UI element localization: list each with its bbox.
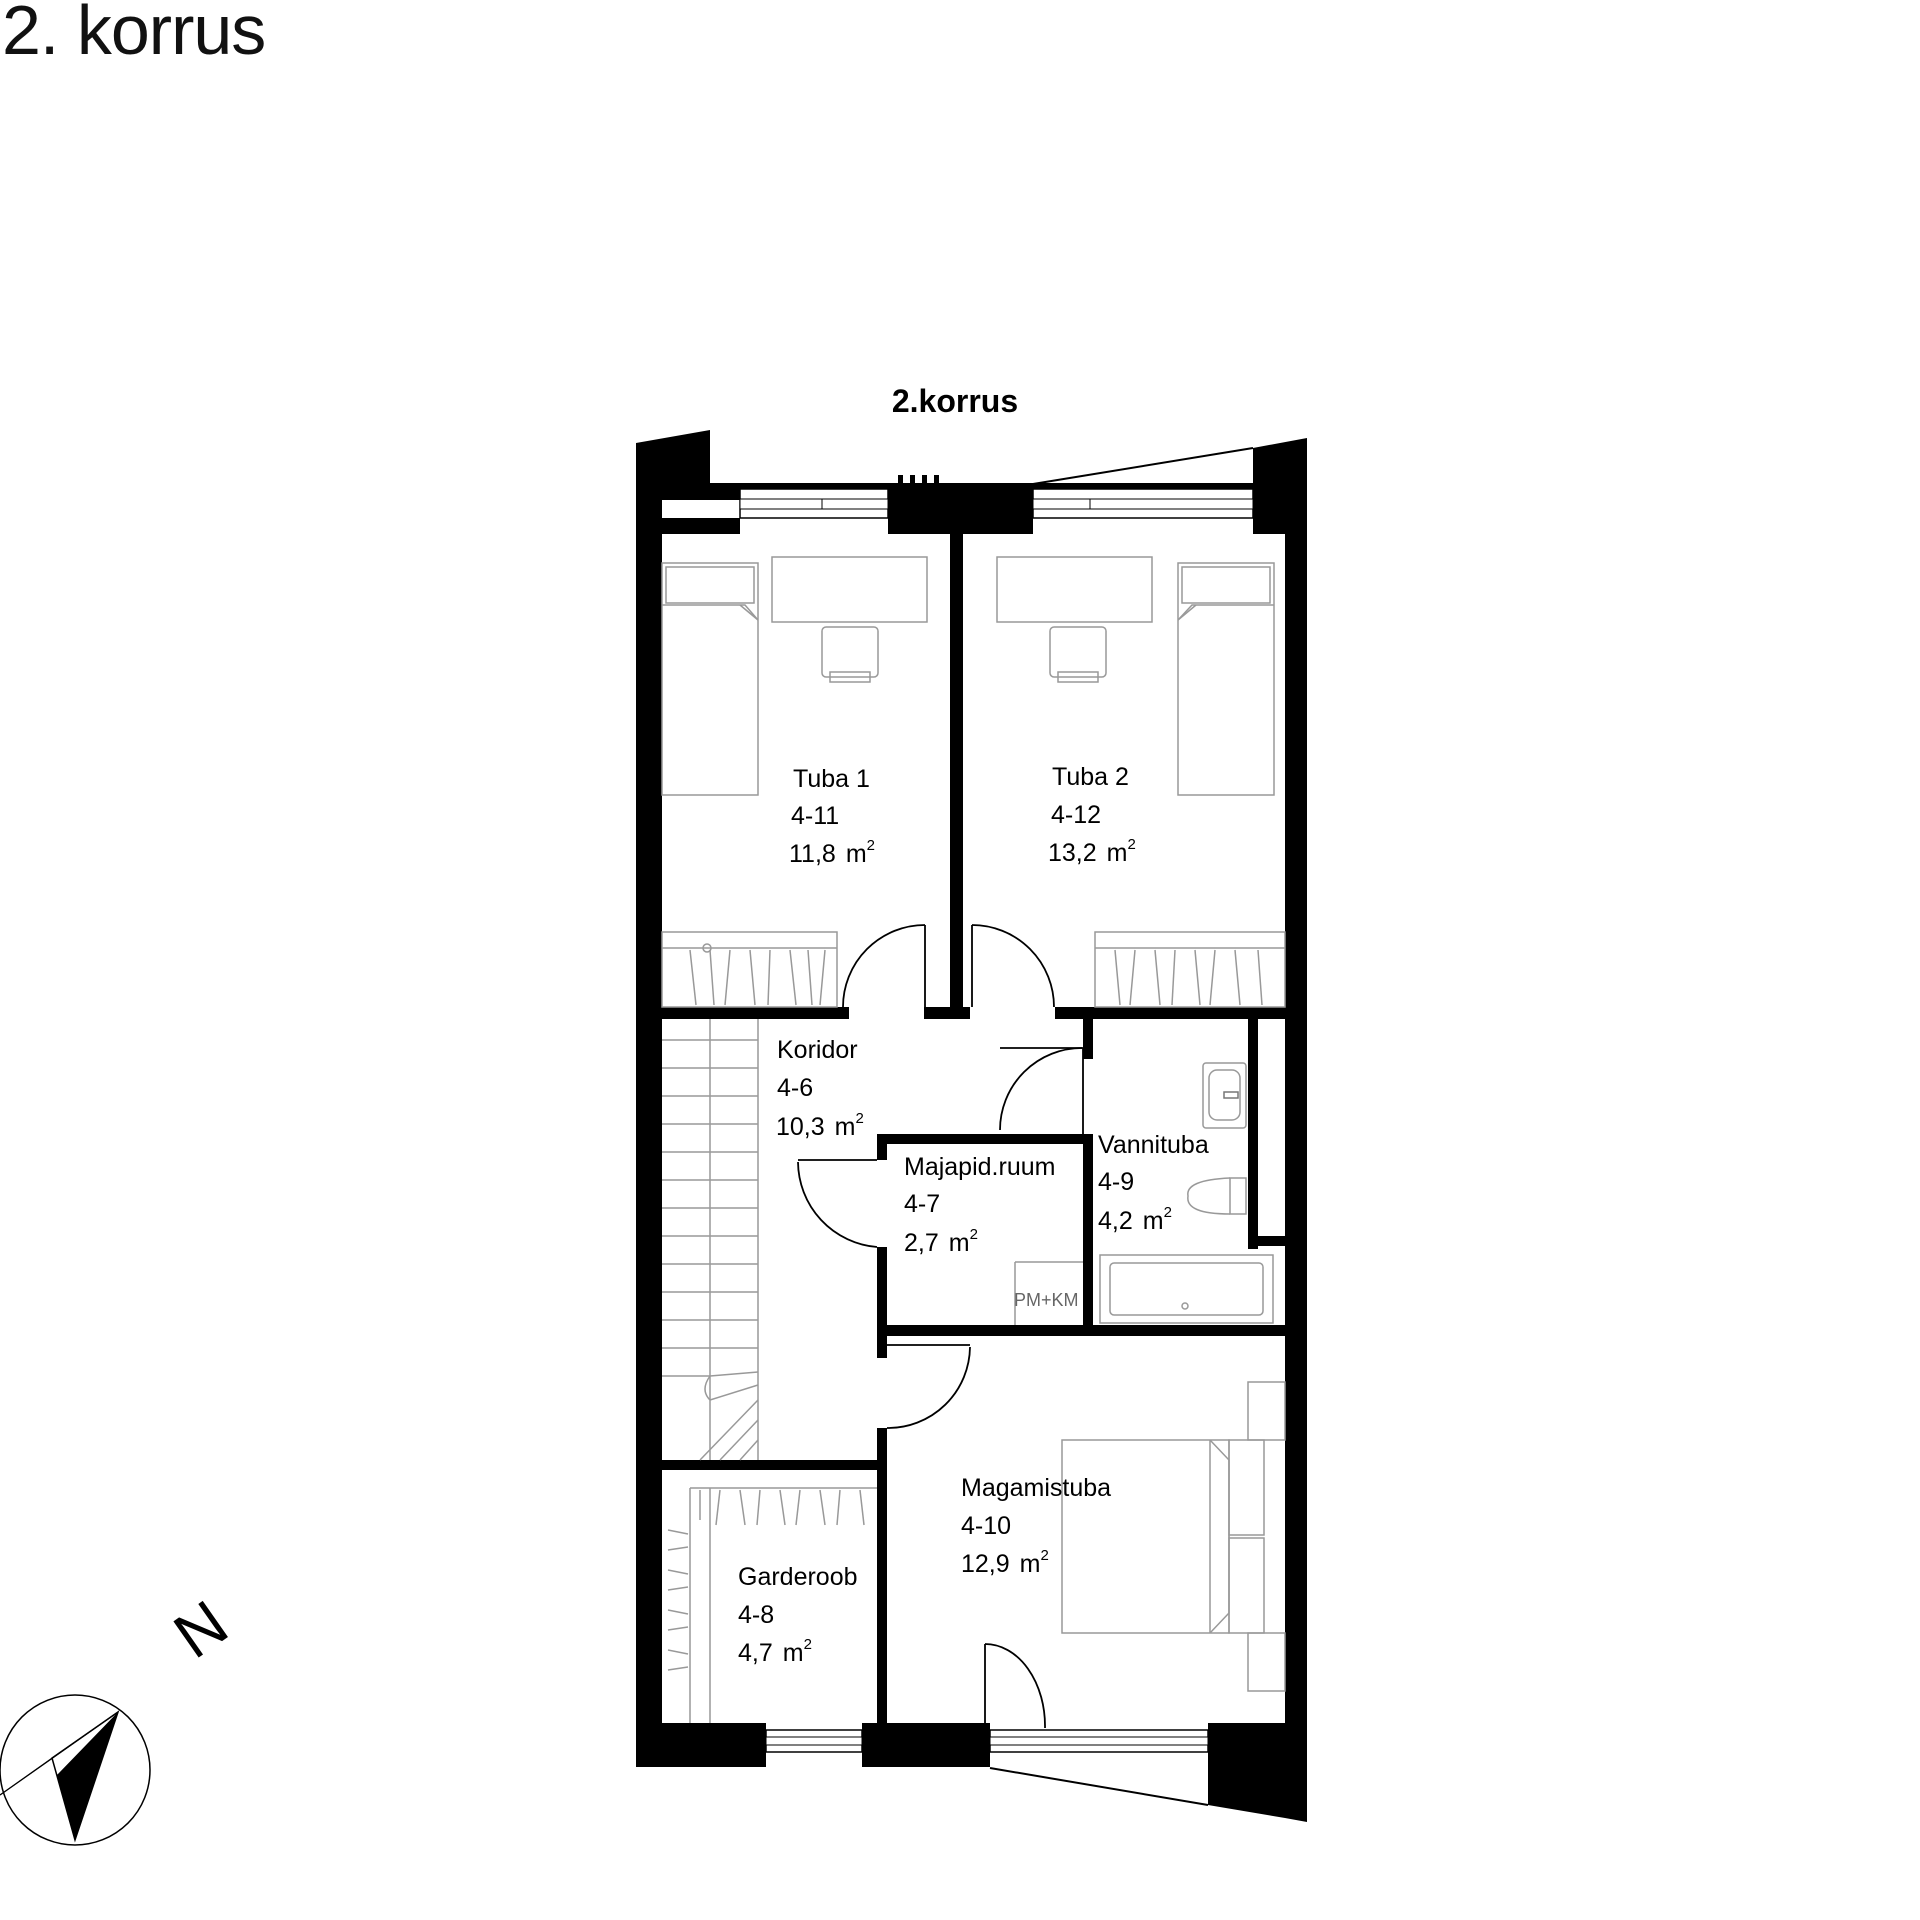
garderoob-shelving — [667, 1487, 877, 1723]
svg-text:11,8m2: 11,8m2 — [789, 837, 875, 868]
svg-text:4,2m2: 4,2m2 — [1098, 1204, 1172, 1235]
svg-text:Tuba 2: Tuba 2 — [1052, 763, 1129, 791]
washer-dryer: PM+KM — [1014, 1261, 1083, 1325]
furniture-tuba-2 — [996, 556, 1286, 1008]
svg-text:Garderoob: Garderoob — [738, 1563, 858, 1591]
svg-text:4,7m2: 4,7m2 — [738, 1636, 812, 1667]
vent-icon — [898, 475, 939, 487]
svg-text:4-6: 4-6 — [777, 1074, 813, 1102]
svg-text:4-11: 4-11 — [791, 802, 839, 830]
svg-text:4-8: 4-8 — [738, 1601, 774, 1629]
svg-text:4-7: 4-7 — [904, 1190, 940, 1218]
exterior-walls — [636, 430, 1307, 1822]
windows — [739, 488, 1254, 1753]
double-bed — [1061, 1381, 1286, 1692]
north-label: N — [161, 1586, 240, 1671]
page-title: 2. korrus — [2, 0, 266, 69]
svg-text:Magamistuba: Magamistuba — [961, 1474, 1111, 1502]
svg-text:Tuba 1: Tuba 1 — [793, 765, 870, 793]
svg-text:4-12: 4-12 — [1051, 801, 1101, 829]
svg-text:4-10: 4-10 — [961, 1512, 1011, 1540]
svg-text:10,3m2: 10,3m2 — [776, 1110, 864, 1141]
plan-title: 2.korrus — [892, 383, 1018, 419]
bathroom-fixtures — [1099, 1062, 1274, 1324]
svg-text:4-9: 4-9 — [1098, 1168, 1134, 1196]
furniture-tuba-1 — [661, 556, 928, 1008]
compass — [0, 1694, 151, 1846]
svg-text:2,7m2: 2,7m2 — [904, 1226, 978, 1257]
svg-text:12,9m2: 12,9m2 — [961, 1547, 1049, 1578]
svg-text:Koridor: Koridor — [777, 1036, 858, 1064]
interior-walls — [662, 534, 1285, 1723]
svg-text:13,2m2: 13,2m2 — [1048, 836, 1136, 867]
doors — [797, 924, 1084, 1730]
svg-text:Majapid.ruum: Majapid.ruum — [904, 1153, 1055, 1181]
svg-text:Vannituba: Vannituba — [1098, 1131, 1209, 1159]
staircase — [662, 1019, 759, 1461]
appliance-label: PM+KM — [1014, 1290, 1079, 1310]
